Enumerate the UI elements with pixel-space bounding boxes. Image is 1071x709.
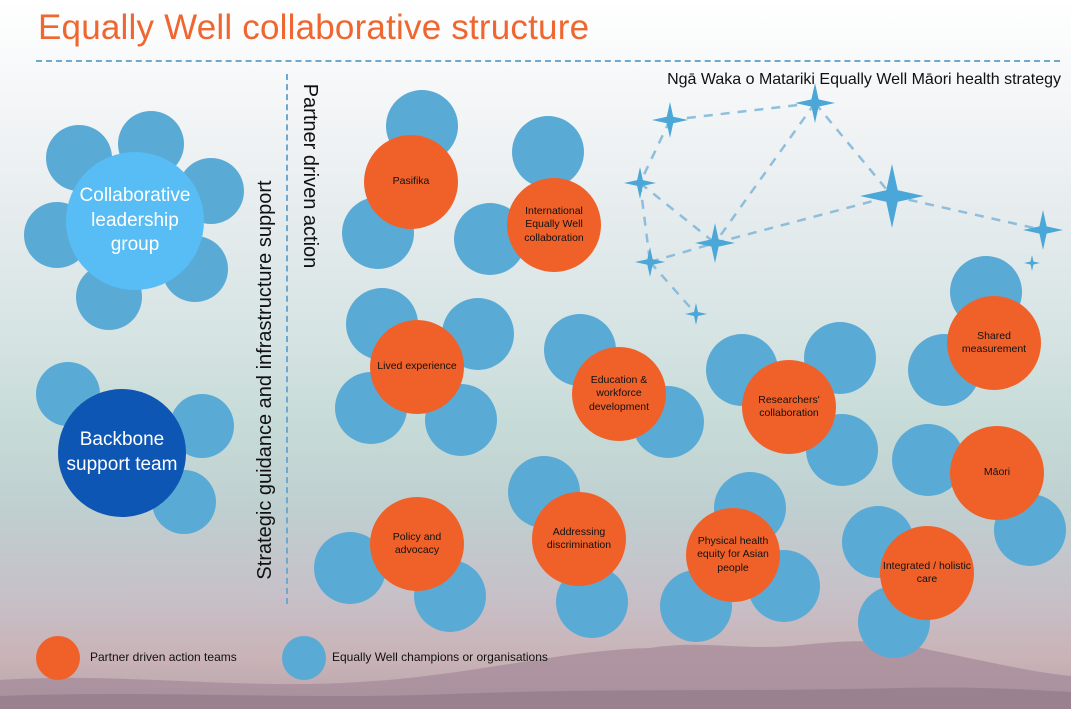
- addressing-discrimination-circle: [532, 492, 626, 586]
- researchers-label: Researchers' collaboration: [758, 393, 820, 419]
- page-title: Equally Well collaborative structure: [38, 8, 590, 47]
- international-collaboration-label: International Equally Well collaboration: [524, 204, 584, 244]
- education-circle: [572, 347, 666, 441]
- integrated-care-label: Integrated / holistic care: [882, 559, 972, 585]
- policy-advocacy-circle: [370, 497, 464, 591]
- collaborative-leadership-circle: [66, 152, 204, 290]
- pasifika-label: Pasifika: [392, 175, 430, 188]
- shared-measurement-label: Shared measurement: [961, 329, 1027, 355]
- title-divider: [36, 60, 1060, 62]
- shared-measurement-circle: [947, 296, 1041, 390]
- backbone-support-label: Backbone support team: [66, 429, 178, 475]
- maori-circle: [950, 426, 1044, 520]
- maori-label: Māori: [983, 466, 1011, 479]
- lived-experience-circle: [370, 320, 464, 414]
- policy-advocacy-label: Policy and advocacy: [392, 530, 442, 556]
- integrated-care-circle: [880, 526, 974, 620]
- champion-circle: [512, 116, 584, 188]
- legend-orange-label: Partner driven action teams: [90, 650, 237, 664]
- vertical-divider: [286, 74, 288, 604]
- backbone-support-circle: [58, 389, 186, 517]
- international-collaboration-circle: [507, 178, 601, 272]
- pasifika-circle: [364, 135, 458, 229]
- strategic-support-label: Strategic guidance and infrastructure su…: [254, 180, 276, 580]
- lived-experience-label: Lived experience: [377, 360, 457, 373]
- legend-blue-label: Equally Well champions or organisations: [332, 650, 548, 664]
- asian-health-equity-label: Physical health equity for Asian people: [697, 534, 769, 574]
- asian-health-equity-circle: [686, 508, 780, 602]
- matariki-heading: Ngā Waka o Matariki Equally Well Māori h…: [667, 71, 1061, 88]
- legend-orange-swatch: [36, 636, 80, 680]
- addressing-discrimination-label: Addressing discrimination: [546, 525, 612, 551]
- collaborative-leadership-label: Collaborative leadership group: [79, 184, 191, 256]
- researchers-circle: [742, 360, 836, 454]
- partner-action-label: Partner driven action: [299, 83, 321, 269]
- legend-blue-swatch: [282, 636, 326, 680]
- education-label: Education & workforce development: [588, 373, 650, 413]
